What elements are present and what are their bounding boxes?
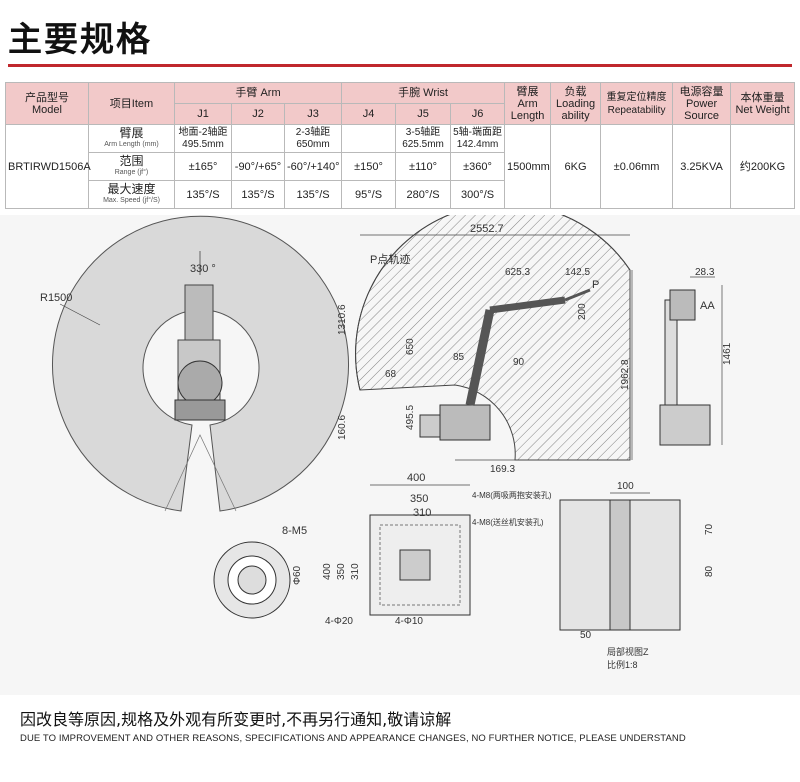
header-j2: J2 <box>231 103 285 125</box>
technical-drawings: 330 ° R1500 2552.7 P点轨迹 625.3 142.5 P 20… <box>0 203 800 695</box>
detail-scale: 比例1:8 <box>607 659 638 670</box>
dim-650: 650 <box>405 338 416 355</box>
front-view-drawing: 28.3 AA 1461 <box>659 267 733 446</box>
disclaimer-cn: 因改良等原因,规格及外观有所变更时,不再另行通知,敬请谅解 <box>20 710 452 729</box>
speed-j1: 135°/S <box>174 180 232 209</box>
range-j3: -60°/+140° <box>283 152 343 181</box>
base-height-310: 310 <box>350 563 361 580</box>
base-width-310: 310 <box>413 507 431 519</box>
base-height-400: 400 <box>322 563 333 580</box>
dim-169: 169.3 <box>490 464 515 475</box>
flange-holes-label: 8-M5 <box>282 525 307 537</box>
load-value: 6KG <box>550 124 602 209</box>
model-cell: BRTIRWD1506A <box>5 124 91 209</box>
speed-j5: 280°/S <box>395 180 452 209</box>
flange-diameter-label: Φ60 <box>292 565 303 585</box>
dim-2552: 2552.7 <box>470 223 504 235</box>
range-j4: ±150° <box>341 152 397 181</box>
side-upper-arm <box>489 296 566 314</box>
detail-dim-80: 80 <box>704 565 715 577</box>
repeatability-value: ±0.06mm <box>600 124 674 209</box>
base-width-400: 400 <box>407 472 425 484</box>
dim-200: 200 <box>577 303 588 320</box>
detail-dim-100: 100 <box>617 481 634 492</box>
side-base-shape <box>439 404 491 441</box>
arm-length-j4 <box>341 124 397 153</box>
detail-note-holes-2: 4-M8(送丝机安装孔) <box>472 517 544 527</box>
dim-1310: 1310.6 <box>337 304 348 335</box>
speed-j6: 300°/S <box>450 180 506 209</box>
detail-view-drawing: 100 4-M8(两吸两抱安装孔) 4-M8(送丝机安装孔) 70 80 50 … <box>472 481 715 670</box>
dim-495: 495.5 <box>405 405 416 430</box>
header-j5: J5 <box>395 103 452 125</box>
header-j6: J6 <box>450 103 506 125</box>
dim-1962: 1962.8 <box>620 359 631 390</box>
range-j1: ±165° <box>174 152 232 181</box>
arm-length-value: 1500mm <box>504 124 552 209</box>
flange-drawing: 8-M5 Φ60 <box>213 525 307 619</box>
arm-length-j2 <box>231 124 285 153</box>
header-wrist: 手腕 Wrist <box>341 82 506 104</box>
angle-90: 90 <box>513 357 525 368</box>
angle-85: 85 <box>453 352 465 363</box>
base-height-350: 350 <box>336 563 347 580</box>
angle-68: 68 <box>385 369 397 380</box>
range-j2: -90°/+65° <box>231 152 285 181</box>
speed-j2: 135°/S <box>231 180 285 209</box>
dim-625: 625.3 <box>505 267 530 278</box>
title-underline <box>8 64 792 67</box>
section-aa-label: AA <box>700 300 715 312</box>
base-width-350: 350 <box>410 493 428 505</box>
dim-160: 160.6 <box>337 415 348 440</box>
header-item: 项目Item <box>88 82 175 125</box>
speed-j4: 95°/S <box>341 180 397 209</box>
dim-142: 142.5 <box>565 267 590 278</box>
top-view-drawing: 330 ° R1500 <box>40 215 349 512</box>
range-j5: ±110° <box>395 152 452 181</box>
range-j6: ±360° <box>450 152 506 181</box>
side-lower-arm <box>465 309 495 406</box>
header-arm: 手臂 Arm <box>173 82 343 104</box>
disclaimer-en: DUE TO IMPROVEMENT AND OTHER REASONS, SP… <box>20 733 686 744</box>
point-p-label: P <box>592 279 599 291</box>
weight-value: 约200KG <box>730 124 796 209</box>
trajectory-label: P点轨迹 <box>370 252 410 266</box>
power-value: 3.25KVA <box>672 124 732 209</box>
speed-j3: 135°/S <box>283 180 343 209</box>
base-plate-drawing: 400 350 310 400 350 310 4-Φ20 4-Φ10 <box>322 472 471 627</box>
detail-note-holes-1: 4-M8(两吸两抱安装孔) <box>472 490 552 500</box>
base-holes-20: 4-Φ20 <box>325 616 353 627</box>
header-j3: J3 <box>283 103 343 125</box>
side-view-drawing: 2552.7 P点轨迹 625.3 142.5 P 200 1310.6 650… <box>337 203 633 475</box>
header-j4: J4 <box>341 103 397 125</box>
dim-1461: 1461 <box>722 342 733 365</box>
drawings-svg: 330 ° R1500 2552.7 P点轨迹 625.3 142.5 P 20… <box>40 203 733 670</box>
detail-dim-70: 70 <box>704 523 715 535</box>
dim-28: 28.3 <box>695 267 715 278</box>
detail-dim-50: 50 <box>580 630 592 641</box>
radius-label: R1500 <box>40 292 72 304</box>
header-j1: J1 <box>174 103 232 125</box>
rotation-angle-label: 330 ° <box>190 263 216 275</box>
detail-view-name: 局部视图Z <box>607 646 649 657</box>
base-holes-10: 4-Φ10 <box>395 616 423 627</box>
page-title: 主要规格 <box>8 20 152 60</box>
base-joint-shape <box>177 360 223 406</box>
upper-arm-shape <box>184 284 214 341</box>
